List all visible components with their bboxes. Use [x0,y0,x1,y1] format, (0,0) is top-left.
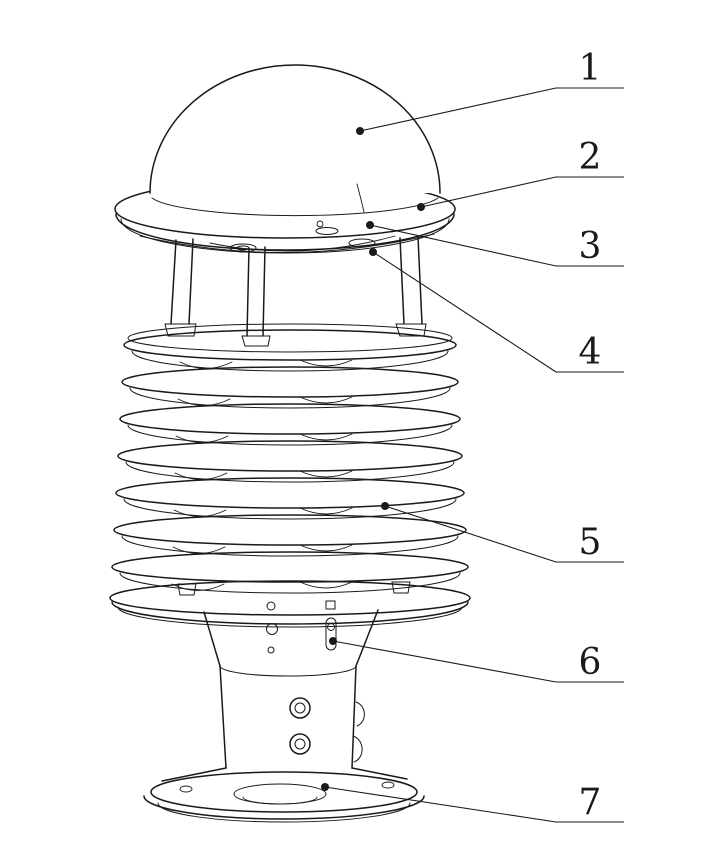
callout-label-5: 5 [579,522,602,563]
sensor-posts [164,236,427,347]
callout-2: 2 [417,137,624,211]
callout-label-1: 1 [579,48,602,89]
callout-dot-6 [329,637,337,645]
louver-plate-5 [115,477,465,520]
shield-base-disc [109,580,471,628]
louver-plate-4 [117,440,463,483]
callout-label-6: 6 [579,642,602,683]
side-connectors [352,701,365,763]
top-sensor-plate [209,220,396,253]
callout-1: 1 [356,48,624,135]
callout-dot-7 [321,783,329,791]
shield-top-plate [127,323,453,353]
callout-dot-3 [366,221,374,229]
callout-dot-4 [369,248,377,256]
louver-plate-6 [113,514,467,557]
callout-6: 6 [329,637,624,683]
dome [149,64,441,217]
callout-dot-5 [381,502,389,510]
callout-3: 3 [366,221,624,267]
callout-dot-2 [417,203,425,211]
louver-plate-2 [121,366,459,409]
louver-plate-7 [111,551,469,594]
indicator-features [266,600,337,654]
callout-label-7: 7 [579,782,602,823]
callouts: 1 2 3 4 5 6 7 [321,48,624,823]
callout-label-4: 4 [579,332,602,373]
louver-stack [109,323,471,628]
callout-dot-1 [356,127,364,135]
callout-7: 7 [321,782,624,823]
cable-glands [289,697,311,755]
callout-5: 5 [381,502,624,563]
callout-label-3: 3 [579,226,602,267]
louver-plate-1 [123,329,457,372]
device-body [203,600,379,769]
callout-4: 4 [369,248,624,373]
callout-label-2: 2 [579,137,602,178]
base-flange [143,767,425,823]
louver-plate-3 [119,403,461,446]
